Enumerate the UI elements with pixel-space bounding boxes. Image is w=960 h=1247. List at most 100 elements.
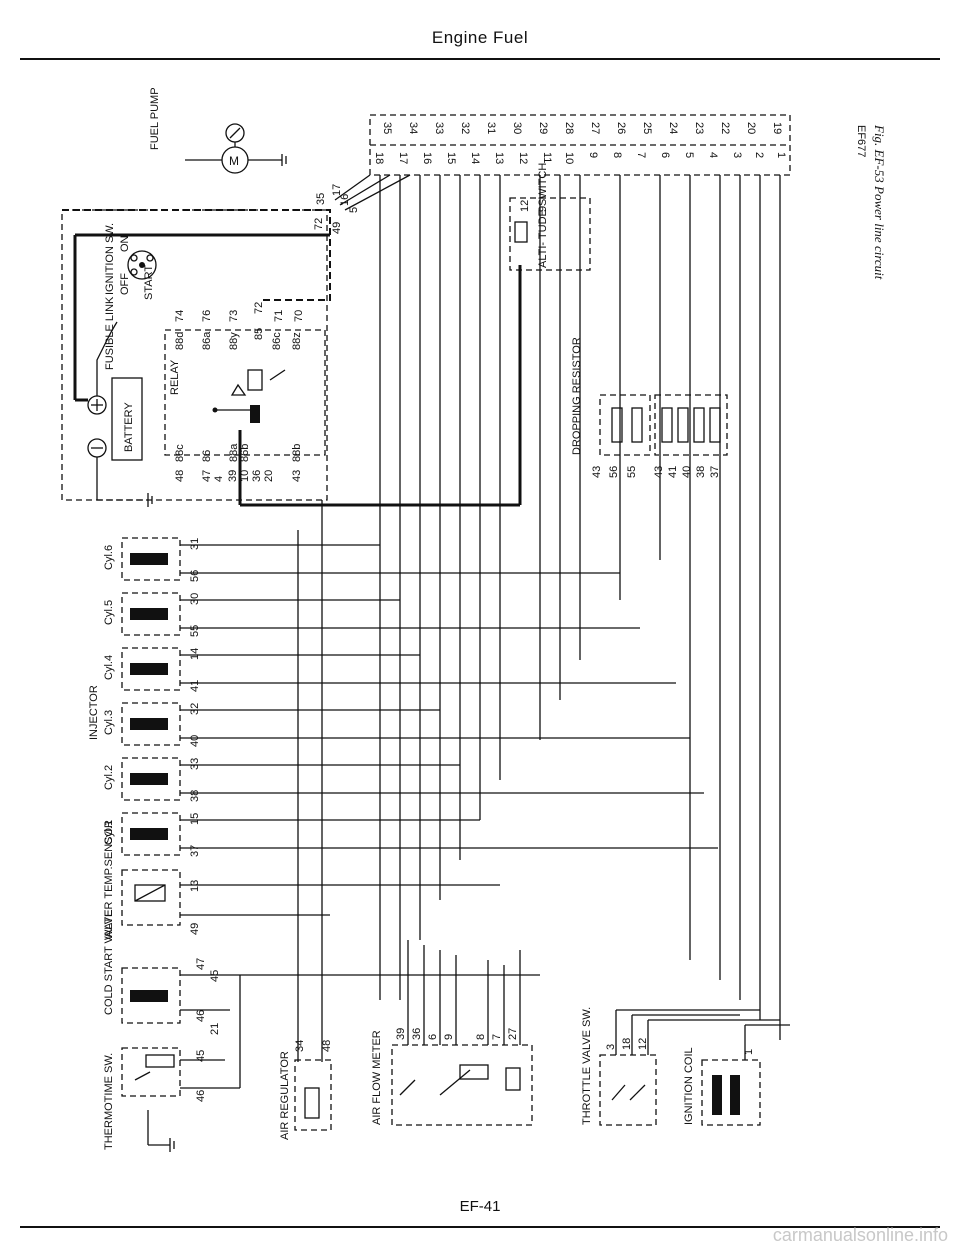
- injector-group: INJECTOR Cyl.6 31 56 Cyl.5 30 55 Cyl.4 1…: [88, 537, 718, 857]
- pin-label: 14: [469, 152, 481, 164]
- cyl2-pin: 38: [189, 790, 201, 802]
- relay-pin: 88y: [228, 332, 240, 350]
- dropping2-pin: 41: [667, 466, 679, 478]
- cyl4-label: Cyl.4: [103, 655, 115, 680]
- thermo-pin: 46: [195, 1090, 207, 1102]
- relay: RELAY 88d 86a 88y 85 86c 88z 74 76 73 72…: [164, 265, 522, 507]
- cyl4-pin: 14: [189, 648, 201, 660]
- injector-cyl4: Cyl.4 14 41: [103, 647, 676, 692]
- unit-top-pins: 35 34 33 32 31 30 29 28 27 26 25 24 23 2…: [381, 122, 783, 134]
- pin-label: 3: [731, 152, 743, 158]
- bus-pin: 16: [339, 194, 351, 206]
- pin-label: 23: [693, 122, 705, 134]
- dropping2-pin: 37: [709, 466, 721, 478]
- relay-pin-num: 73: [228, 310, 240, 322]
- air-reg-pin: 34: [294, 1040, 306, 1052]
- water-pin: 49: [189, 923, 201, 935]
- relay-pin-num: 74: [174, 310, 186, 322]
- cold-start-label: COLD START VALVE: [103, 910, 115, 1015]
- relay-pin: 86a: [201, 331, 213, 350]
- injector-cyl1: Cyl.1 15 37: [103, 812, 718, 857]
- air-flow-pin: 36: [411, 1028, 423, 1040]
- ignition-off-label: OFF: [119, 273, 131, 295]
- cold-pin: 45: [209, 970, 221, 982]
- relay-left-num: 48: [174, 470, 186, 482]
- pin-label: 1: [775, 152, 787, 158]
- relay-pin: 86: [201, 450, 213, 462]
- pin-label: 25: [641, 122, 653, 134]
- figure-code: EF677: [855, 125, 867, 157]
- bus-pin: 5: [348, 207, 360, 213]
- injector-cyl6: Cyl.6 31 56: [103, 537, 620, 582]
- dropping-pin: 55: [626, 466, 638, 478]
- throttle-pin: 12: [637, 1038, 649, 1050]
- relay-pin: 86c: [271, 332, 283, 350]
- ignition-sw-label: IGNITION SW.: [104, 223, 116, 295]
- pin-label: 4: [707, 152, 719, 158]
- pin-label: 15: [445, 152, 457, 164]
- relay-left-num: 43: [291, 470, 303, 482]
- air-flow-pin: 9: [443, 1034, 455, 1040]
- relay-left-num: 36: [251, 470, 263, 482]
- throttle-label: THROTTLE VALVE SW.: [581, 1007, 593, 1125]
- relay-pin: 88b: [291, 444, 303, 462]
- ignition-start-label: START: [143, 265, 155, 300]
- cyl3-label: Cyl.3: [103, 710, 115, 735]
- unit-bottom-pins: 18 17 16 15 14 13 12 11 10 9 8 7 6 5 4 3…: [373, 152, 787, 164]
- cold-start-valve: COLD START VALVE 47 45 46 21: [103, 910, 540, 1035]
- pin-label: 32: [459, 122, 471, 134]
- cyl5-label: Cyl.5: [103, 600, 115, 625]
- air-flow-pin: 7: [491, 1034, 503, 1040]
- air-reg-pin: 48: [321, 1040, 333, 1052]
- pin-label: 30: [511, 122, 523, 134]
- relay-pin: 88a: [228, 443, 240, 462]
- water-temp-label: WATER TEMP.SENSOR: [103, 820, 115, 940]
- relay-left-num: 10: [239, 470, 251, 482]
- watermark-text: carmanualsonline.info: [772, 1225, 948, 1245]
- air-flow-meter: AIR FLOW METER 39 36 6 9 8 7 27: [371, 940, 533, 1126]
- cyl3-pin: 40: [189, 735, 201, 747]
- relay-pin-num: 76: [201, 310, 213, 322]
- pin-label: 8: [611, 152, 623, 158]
- fuel-pump-label: FUEL PUMP: [149, 87, 161, 150]
- dropping-resistor-label: DROPPING RESISTOR: [571, 337, 583, 455]
- pin-label: 17: [397, 152, 409, 164]
- cyl2-pin: 33: [189, 758, 201, 770]
- page-number: EF-41: [459, 1198, 501, 1215]
- cold-pin: 46: [195, 1010, 207, 1022]
- cyl2-label: Cyl.2: [103, 765, 115, 790]
- header-rule: [20, 58, 940, 60]
- throttle-valve-switch: THROTTLE VALVE SW. 3 18 12: [581, 1007, 780, 1126]
- ignition-coil-label: IGNITION COIL: [683, 1047, 695, 1125]
- alt-pin: 9: [537, 206, 549, 212]
- alt-pin: 12: [519, 200, 531, 212]
- pin-label: 9: [587, 152, 599, 158]
- relay-pin: 88c: [174, 444, 186, 462]
- pin-label: 34: [407, 122, 419, 134]
- bus-pin: 49: [331, 222, 343, 234]
- ignition-on-label: ON: [119, 235, 131, 252]
- cyl5-pin: 30: [189, 593, 201, 605]
- relay-pin: 86b: [239, 444, 251, 462]
- bus-pin: 72: [313, 218, 325, 230]
- pin-label: 18: [373, 152, 385, 164]
- water-pin: 13: [189, 880, 201, 892]
- page-header-title: Engine Fuel: [431, 28, 529, 47]
- injector-label: INJECTOR: [88, 685, 100, 740]
- bus-pin: 35: [315, 193, 327, 205]
- relay-pin: 85: [253, 328, 265, 340]
- cyl4-pin: 41: [189, 680, 201, 692]
- pin-label: 27: [589, 122, 601, 134]
- pin-label: 24: [667, 122, 679, 134]
- cyl5-pin: 55: [189, 625, 201, 637]
- ign-coil-pin: 1: [743, 1049, 755, 1055]
- footer-rule: [20, 1226, 940, 1228]
- pin-label: 16: [421, 152, 433, 164]
- cyl6-pin: 31: [189, 538, 201, 550]
- figure-caption: Fig. EF-53 Power line circuit: [872, 124, 887, 280]
- injector-cyl5: Cyl.5 30 55: [103, 592, 640, 637]
- pin-label: 35: [381, 122, 393, 134]
- injector-cyl2: Cyl.2 33 38: [103, 757, 704, 802]
- motor-icon: M: [229, 154, 239, 168]
